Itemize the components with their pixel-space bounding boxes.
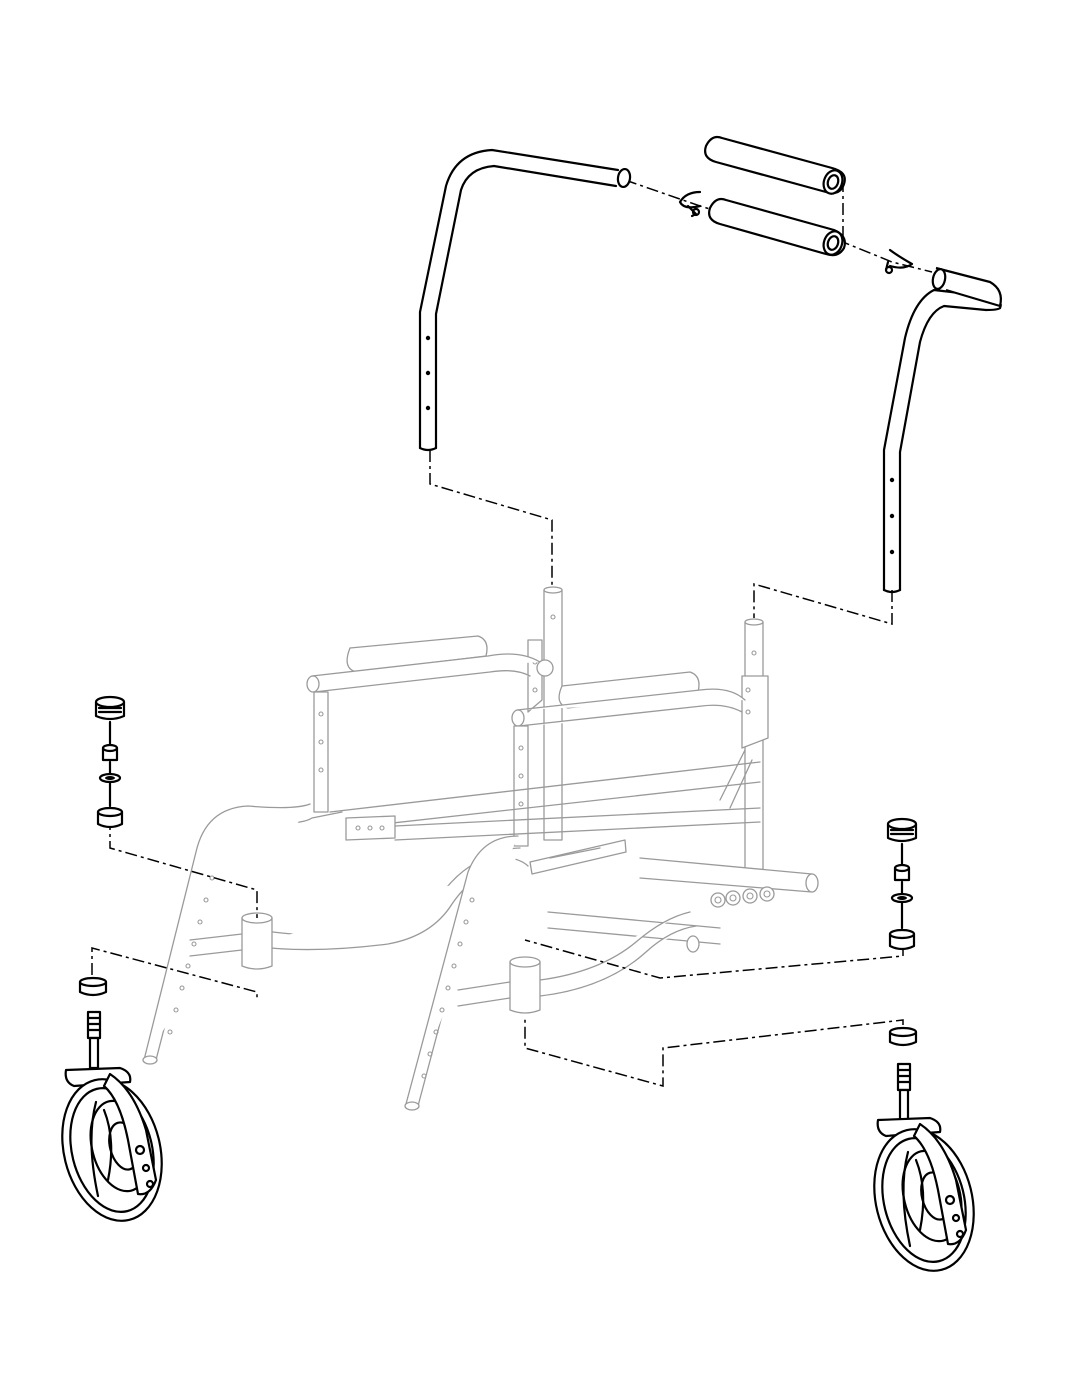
- caster-sleeve-left: [241, 917, 273, 970]
- chair-frame: [142, 586, 819, 1111]
- push-handle-left: [418, 148, 632, 452]
- frame-upright-right: [744, 621, 764, 883]
- caster-wheel-right: [873, 1026, 975, 1272]
- handle-grip-upper: [704, 135, 846, 195]
- push-pin-right: [884, 248, 914, 275]
- caster-sleeve-right: [509, 961, 541, 1014]
- handle-grip-lower: [708, 197, 846, 257]
- caster-stem-hardware-left: [94, 695, 126, 829]
- frame-bracket-right: [741, 675, 769, 749]
- push-pin-left: [678, 190, 702, 218]
- caster-stem-hardware-right: [886, 817, 918, 951]
- caster-wheel-left: [61, 976, 163, 1222]
- push-handle-right: [882, 266, 1002, 594]
- frame-upright-left: [543, 589, 563, 841]
